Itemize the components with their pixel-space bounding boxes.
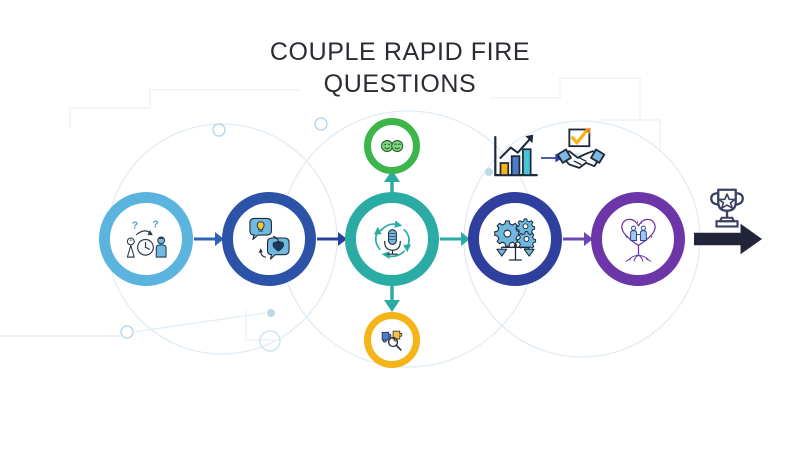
background-node-ring-4 <box>120 325 134 339</box>
svg-text:?: ? <box>131 220 137 231</box>
heart-tree-couple-icon <box>620 218 656 262</box>
page-title-line-2: QUESTIONS <box>323 70 477 98</box>
connector-arrow-4 <box>563 232 593 246</box>
background-node-dot-3 <box>267 309 275 317</box>
circuit-line-bottom-left <box>245 310 280 341</box>
trophy-star-icon <box>710 188 744 228</box>
flow-node-step-1[interactable]: ? ? <box>99 192 193 286</box>
couple-clock-questions-icon: ? ? <box>126 219 167 258</box>
two-smiley-faces-icon <box>381 140 404 152</box>
connector-arrow-2 <box>317 232 347 246</box>
page-title-line-1: COUPLE RAPID FIRE <box>269 38 531 66</box>
background-line-bottom-2 <box>132 312 266 333</box>
flow-node-step-3[interactable] <box>345 192 439 286</box>
background-node-ring-2 <box>314 117 328 131</box>
background-node-ring-3 <box>259 330 281 352</box>
connector-arrow-1 <box>194 232 224 246</box>
background-node-ring-1 <box>212 123 226 137</box>
svg-text:?: ? <box>152 219 158 230</box>
circuit-line-top-right-2 <box>600 119 661 150</box>
bar-chart-growth-icon <box>494 134 538 177</box>
flow-node-step-2[interactable] <box>222 192 316 286</box>
flow-node-step-5[interactable] <box>591 192 685 286</box>
bold-right-arrow-icon <box>694 223 762 255</box>
microphone-cycle-icon <box>373 219 411 259</box>
flow-node-branch-top[interactable] <box>364 118 420 174</box>
gears-scales-icon <box>493 217 536 261</box>
connector-arrow-3 <box>440 232 470 246</box>
flow-node-step-4[interactable] <box>468 192 562 286</box>
flow-node-branch-bottom[interactable] <box>364 312 420 368</box>
page-title: COUPLE RAPID FIRE QUESTIONS <box>0 36 800 100</box>
puzzle-magnifier-icon <box>381 330 403 351</box>
handshake-checklist-icon <box>556 127 606 169</box>
speech-bubbles-idea-heart-icon <box>248 217 290 260</box>
